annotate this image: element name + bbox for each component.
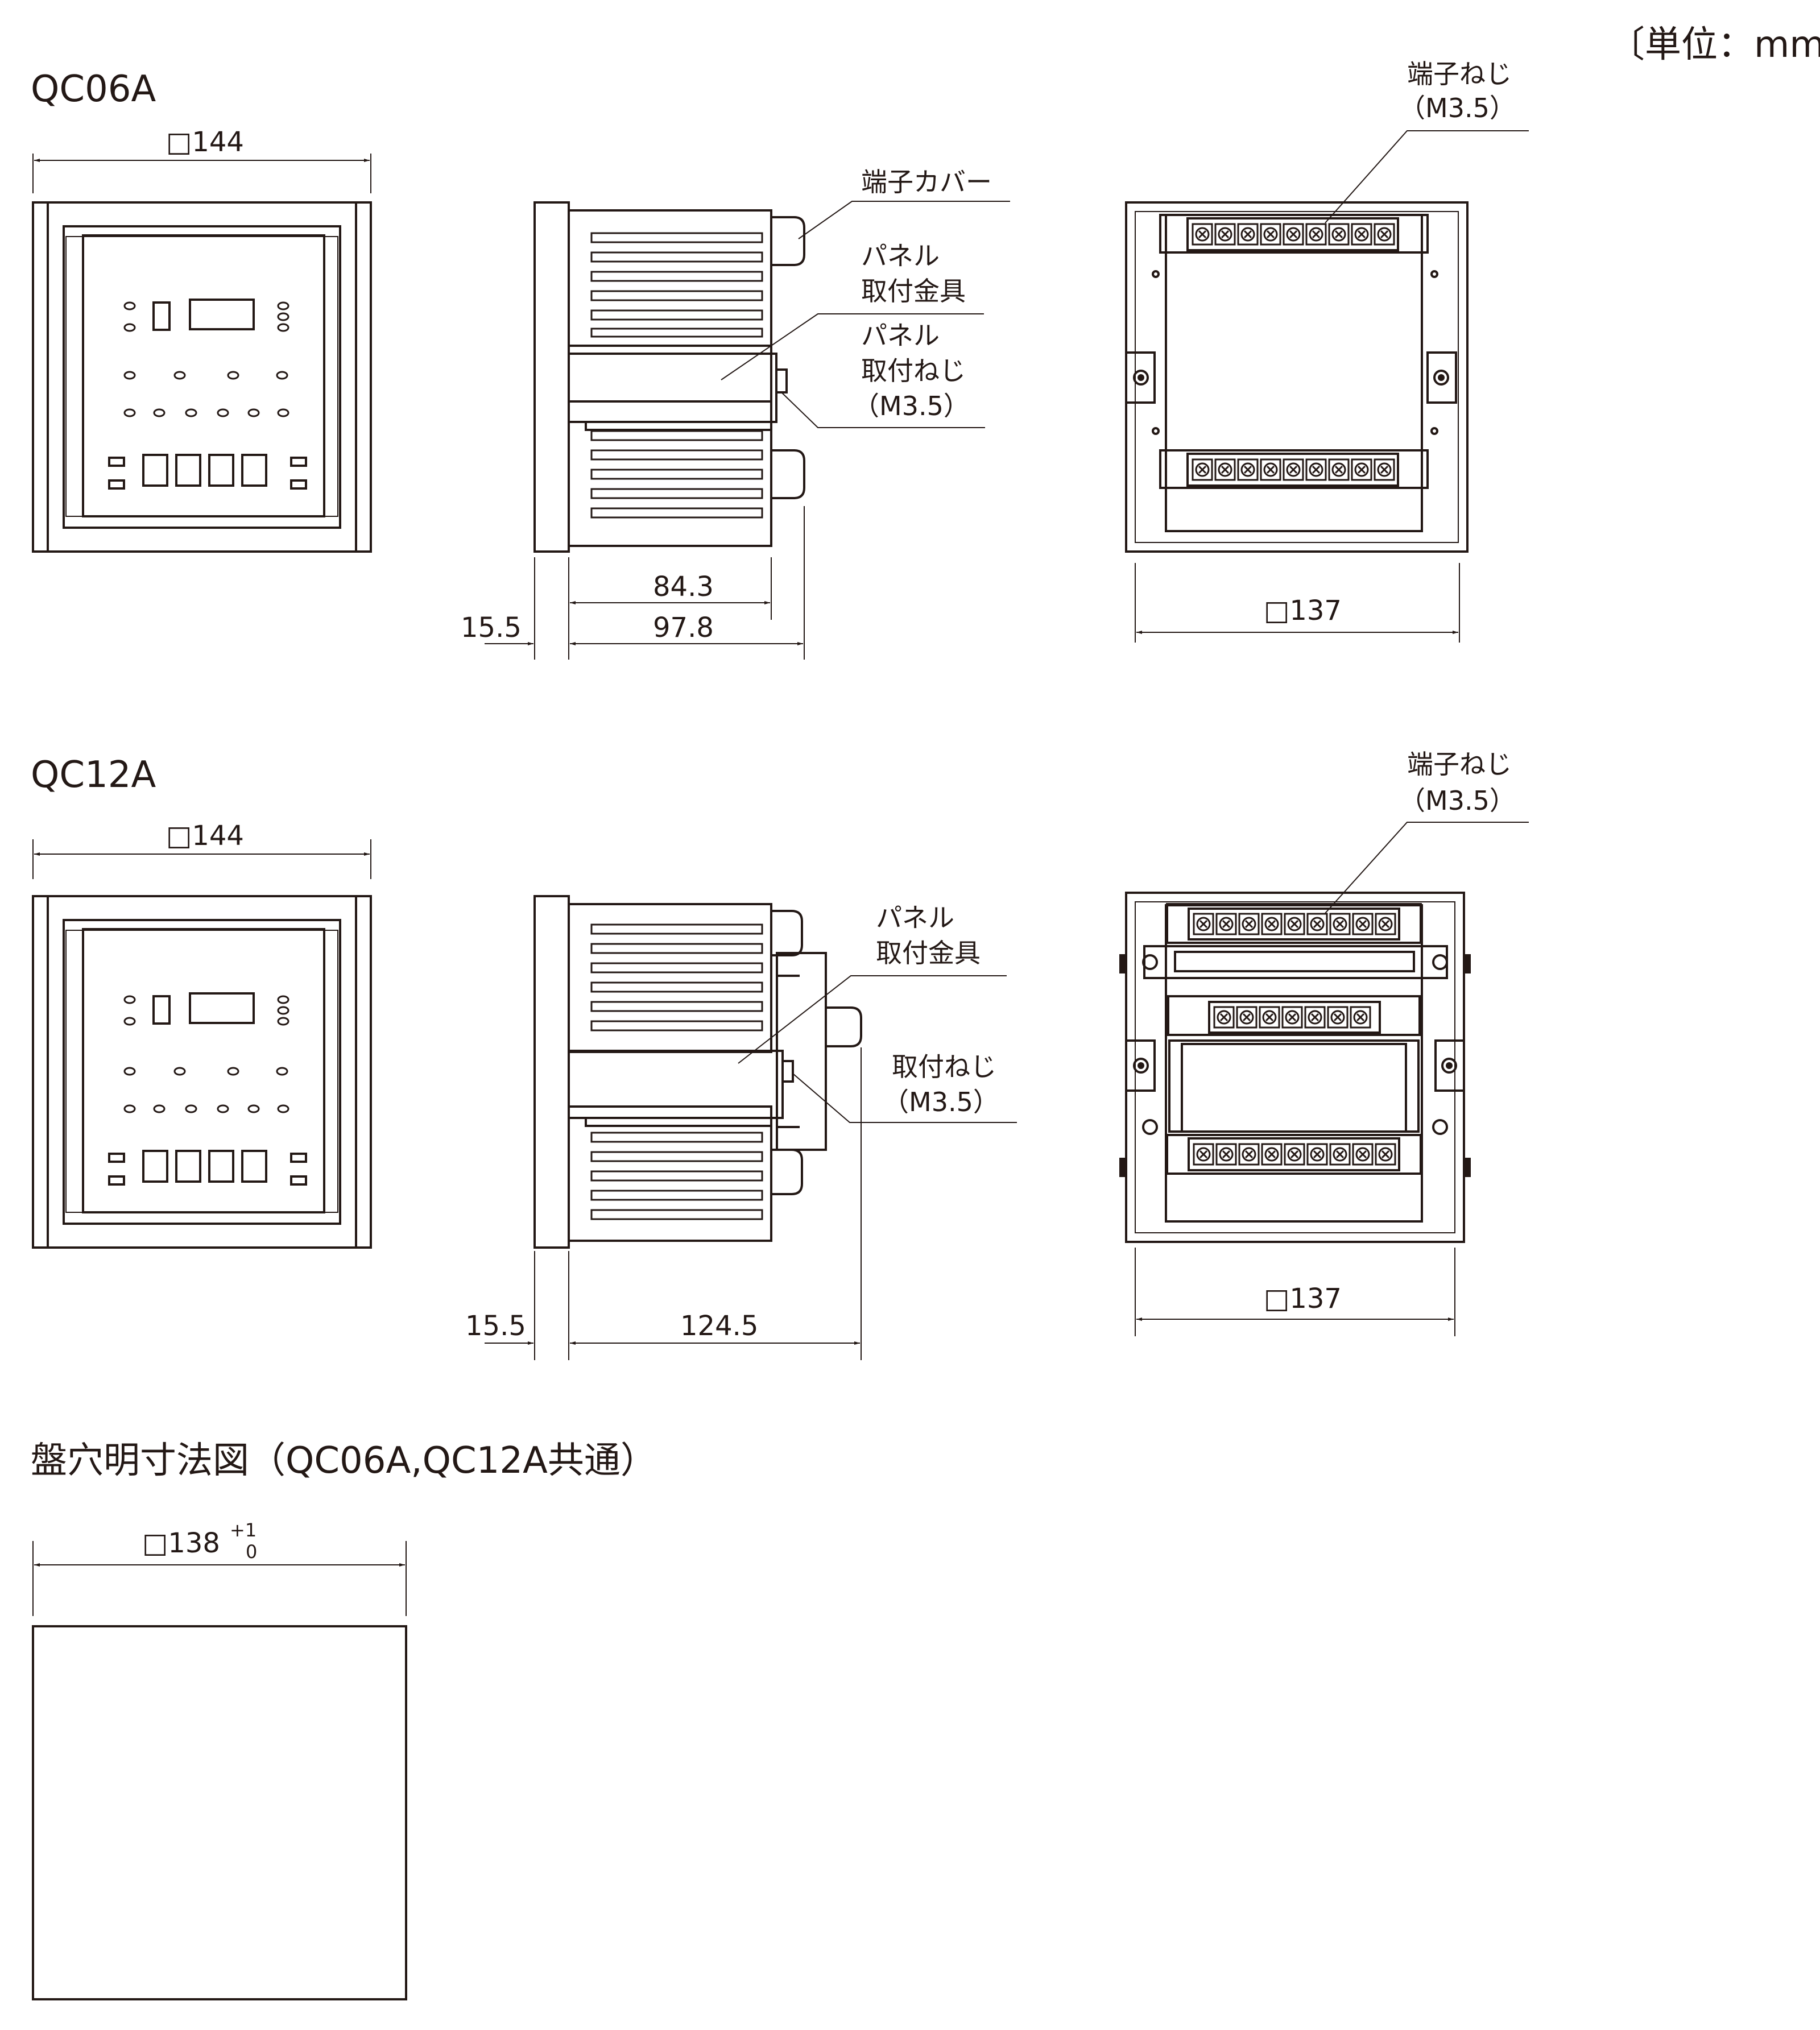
qc06a-depth-body: 84.3 xyxy=(653,571,714,603)
qc12a-section: QC12A xyxy=(31,749,1529,1360)
terminal-screw-icon xyxy=(1259,1006,1280,1029)
terminal-screw-icon xyxy=(1236,1006,1258,1029)
terminal-screw-icon xyxy=(1260,223,1281,246)
qc12a-panel-bracket-label-1: パネル xyxy=(876,902,954,933)
qc06a-panel-screw-label-3: （M3.5） xyxy=(853,391,970,421)
terminal-screw-icon xyxy=(1192,458,1213,481)
terminal-screw-icon xyxy=(1284,1143,1305,1166)
terminal-screw-icon xyxy=(1374,223,1395,246)
cutout-section: 盤穴明寸法図（QC06A,QC12A共通） □138 +1 0 xyxy=(31,1440,657,2000)
qc06a-terminal-cover-label: 端子カバー xyxy=(861,167,992,197)
terminal-screw-icon xyxy=(1193,1143,1214,1166)
terminal-screw-icon xyxy=(1306,913,1328,935)
qc12a-terminal-screw-label-1: 端子ねじ xyxy=(1407,749,1512,780)
terminal-screw-icon xyxy=(1304,1006,1326,1029)
terminal-screw-icon xyxy=(1237,223,1259,246)
terminal-screw-icon xyxy=(1375,1143,1396,1166)
cutout-tolerance-upper: +1 xyxy=(230,1519,257,1541)
qc12a-front-view xyxy=(32,839,372,1249)
cutout-size: □138 xyxy=(142,1527,220,1559)
qc06a-front-width: □144 xyxy=(166,126,244,158)
terminal-screw-icon xyxy=(1375,913,1396,935)
terminal-screw-icon xyxy=(1329,913,1351,935)
terminal-screw-icon xyxy=(1237,458,1259,481)
terminal-screw-icon xyxy=(1215,1143,1237,1166)
qc06a-rear-view xyxy=(1125,130,1529,643)
terminal-screw-icon xyxy=(1261,913,1283,935)
terminal-screw-icon xyxy=(1238,913,1260,935)
terminal-screw-icon xyxy=(1306,1143,1328,1166)
qc12a-side-view xyxy=(485,895,1017,1360)
qc06a-front-view xyxy=(32,154,372,553)
terminal-screw-icon xyxy=(1238,1143,1260,1166)
terminal-screw-icon xyxy=(1283,458,1304,481)
qc06a-panel-bracket-label-2: 取付金具 xyxy=(861,276,966,306)
terminal-screw-icon xyxy=(1352,1143,1374,1166)
terminal-screw-icon xyxy=(1327,1006,1349,1029)
qc06a-title: QC06A xyxy=(31,68,156,110)
qc06a-depth-total: 97.8 xyxy=(653,612,714,644)
qc06a-bottom-terminal-block xyxy=(1192,458,1395,481)
qc12a-front-width: □144 xyxy=(166,820,244,852)
terminal-screw-icon xyxy=(1328,458,1350,481)
unit-label: 〔単位：mm〕 xyxy=(1608,24,1820,66)
qc12a-rear-width: □137 xyxy=(1264,1283,1342,1315)
qc06a-panel-screw-label-1: パネル xyxy=(861,320,940,351)
terminal-screw-icon xyxy=(1214,458,1236,481)
terminal-screw-icon xyxy=(1305,223,1327,246)
cutout-title: 盤穴明寸法図（QC06A,QC12A共通） xyxy=(31,1440,657,1482)
qc12a-bottom-terminal-block xyxy=(1193,1143,1396,1166)
qc12a-top-terminal-block xyxy=(1193,913,1396,935)
terminal-screw-icon xyxy=(1352,913,1374,935)
qc12a-title: QC12A xyxy=(31,754,156,796)
qc06a-terminal-screw-label-2: （M3.5） xyxy=(1399,93,1516,123)
terminal-screw-icon xyxy=(1260,458,1281,481)
terminal-screw-icon xyxy=(1192,223,1213,246)
terminal-screw-icon xyxy=(1351,223,1372,246)
cutout-tolerance-lower: 0 xyxy=(246,1541,257,1563)
terminal-screw-icon xyxy=(1261,1143,1283,1166)
terminal-screw-icon xyxy=(1283,223,1304,246)
terminal-screw-icon xyxy=(1351,458,1372,481)
cutout-drawing xyxy=(32,1541,407,2000)
terminal-screw-icon xyxy=(1215,913,1237,935)
qc12a-bezel-depth: 15.5 xyxy=(465,1310,526,1342)
terminal-screw-icon xyxy=(1328,223,1350,246)
qc06a-top-terminal-block xyxy=(1192,223,1395,246)
terminal-screw-icon xyxy=(1329,1143,1351,1166)
qc06a-panel-bracket-label-1: パネル xyxy=(861,241,940,271)
qc12a-terminal-screw-label-2: （M3.5） xyxy=(1399,785,1516,816)
terminal-screw-icon xyxy=(1193,913,1214,935)
terminal-screw-icon xyxy=(1281,1006,1303,1029)
terminal-screw-icon xyxy=(1213,1006,1235,1029)
qc06a-side-view xyxy=(485,201,1010,660)
qc12a-rear-view xyxy=(1119,822,1529,1336)
qc12a-panel-bracket-label-2: 取付金具 xyxy=(876,938,981,968)
qc06a-rear-width: □137 xyxy=(1264,595,1342,627)
terminal-screw-icon xyxy=(1350,1006,1371,1029)
qc06a-terminal-screw-label-1: 端子ねじ xyxy=(1407,59,1512,89)
terminal-screw-icon xyxy=(1284,913,1305,935)
terminal-screw-icon xyxy=(1214,223,1236,246)
qc06a-panel-screw-label-2: 取付ねじ xyxy=(861,355,966,386)
qc12a-depth-total: 124.5 xyxy=(680,1310,758,1342)
qc12a-middle-terminal-block xyxy=(1213,1006,1371,1029)
qc06a-bezel-depth: 15.5 xyxy=(461,612,522,644)
terminal-screw-icon xyxy=(1374,458,1395,481)
terminal-screw-icon xyxy=(1305,458,1327,481)
qc12a-mount-screw-label-2: （M3.5） xyxy=(883,1087,999,1117)
qc12a-mount-screw-label-1: 取付ねじ xyxy=(892,1051,996,1082)
qc06a-section: QC06A xyxy=(31,59,1529,660)
